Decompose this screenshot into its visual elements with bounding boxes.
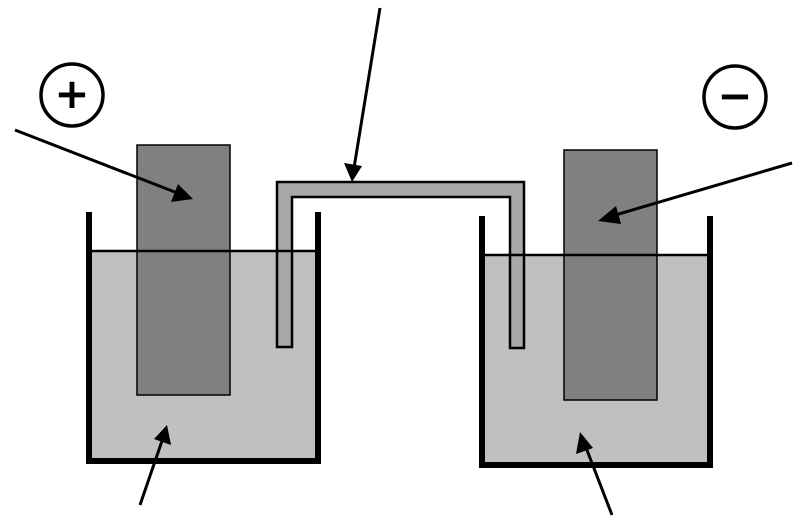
- positive-sign-label: +: [54, 69, 89, 118]
- left-beaker: [86, 212, 321, 464]
- left-electrode: [136, 144, 231, 396]
- negative-terminal-sign: −: [702, 64, 768, 130]
- salt-bridge-pointer-arrow: [344, 7, 382, 182]
- left-electrolyte-pointer-arrow: [138, 425, 171, 506]
- positive-terminal-sign: +: [39, 62, 105, 128]
- right-beaker: [479, 216, 713, 468]
- negative-sign-label: −: [717, 71, 752, 120]
- right-electrode-pointer-arrow: [598, 161, 793, 224]
- right-electrolyte-pointer-arrow: [576, 432, 614, 516]
- left-electrode-pointer-arrow: [14, 128, 193, 202]
- right-electrode: [563, 149, 658, 401]
- salt-bridge: [275, 180, 526, 350]
